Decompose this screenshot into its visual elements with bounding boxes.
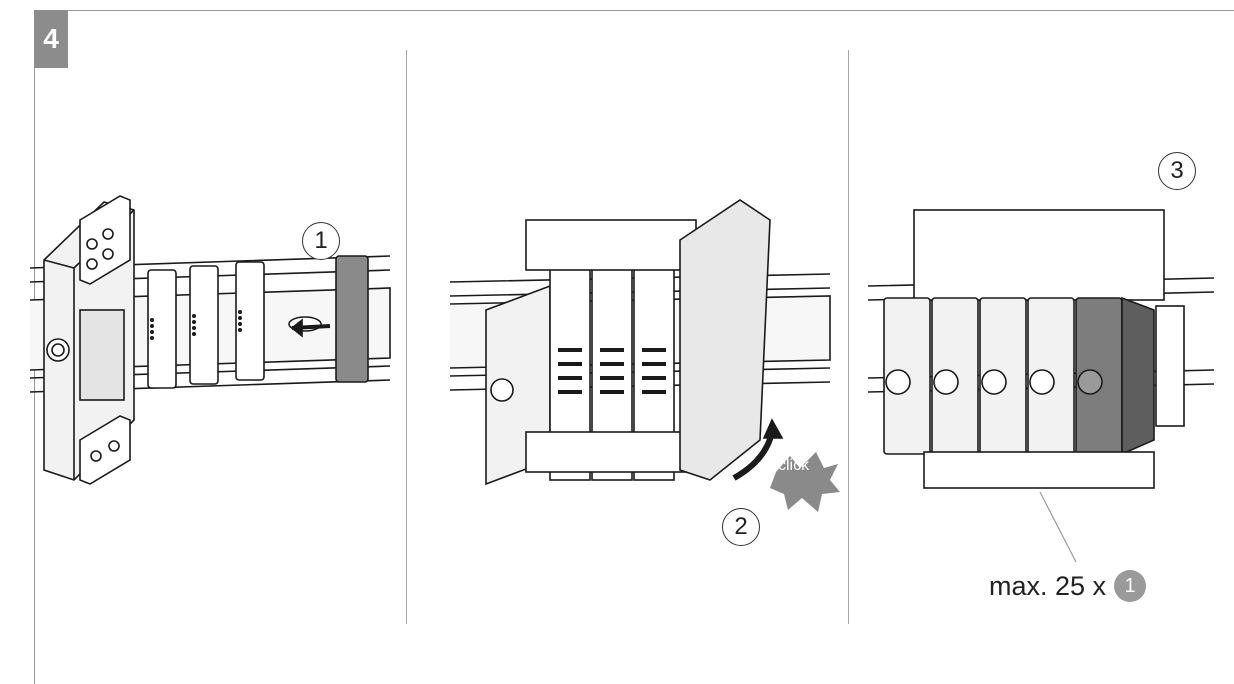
snap-on-drawing (449, 199, 840, 512)
click-label: click (778, 457, 810, 474)
panel-divider (406, 50, 407, 624)
panel-1-illustration (29, 60, 400, 620)
callout-2: 2 (722, 508, 760, 546)
rail-assembly-drawing (29, 195, 391, 485)
callout-3: 3 (1158, 152, 1196, 190)
panel-divider (848, 50, 849, 624)
top-rule (34, 10, 1234, 11)
panel-2-illustration (440, 60, 840, 620)
max-count-note: max. 25 x 1 (989, 570, 1147, 602)
max-count-text: max. 25 x (989, 570, 1107, 601)
max-count-ref-badge: 1 (1114, 570, 1147, 602)
panel-3-illustration (864, 60, 1224, 620)
callout-1: 1 (302, 222, 340, 260)
complete-assembly-drawing (867, 209, 1215, 563)
step-number-badge: 4 (34, 10, 68, 68)
